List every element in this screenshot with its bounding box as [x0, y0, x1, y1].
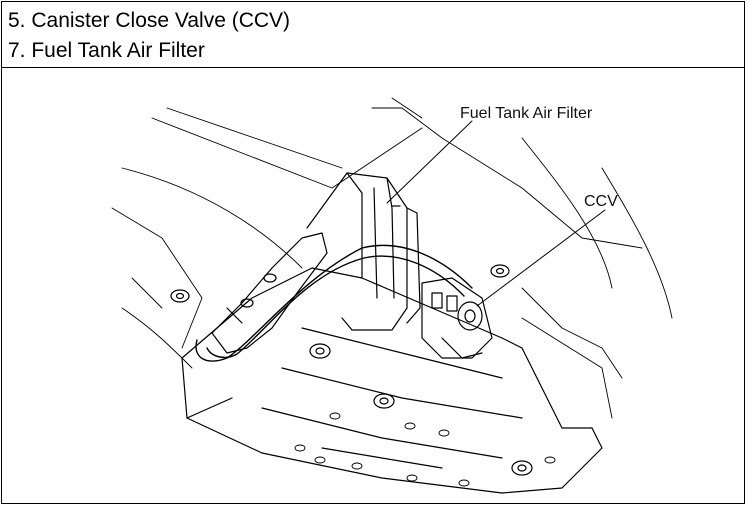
callout-ccv: CCV: [584, 193, 618, 210]
air-filter-body: [306, 172, 421, 331]
callout-air-filter: Fuel Tank Air Filter: [460, 105, 593, 122]
tank-holes: [294, 412, 556, 487]
tank-bolts: [170, 264, 533, 476]
legend-item-ccv: 5. Canister Close Valve (CCV): [8, 9, 291, 32]
tank-body: [181, 267, 603, 494]
vent-hose: [195, 244, 473, 362]
ccv-valve: [421, 277, 493, 359]
air-filter-leader-line: [386, 120, 473, 204]
component-illustration: Fuel Tank Air Filter CCV: [2, 68, 744, 503]
legend-header: 5. Canister Close Valve (CCV) 7. Fuel Ta…: [2, 2, 744, 68]
illustration-svg: Fuel Tank Air Filter CCV: [111, 97, 673, 494]
ccv-leader-line: [476, 209, 606, 307]
legend-item-air-filter: 7. Fuel Tank Air Filter: [8, 39, 205, 62]
chassis-outline: [111, 97, 673, 419]
left-bracket: [211, 232, 328, 354]
